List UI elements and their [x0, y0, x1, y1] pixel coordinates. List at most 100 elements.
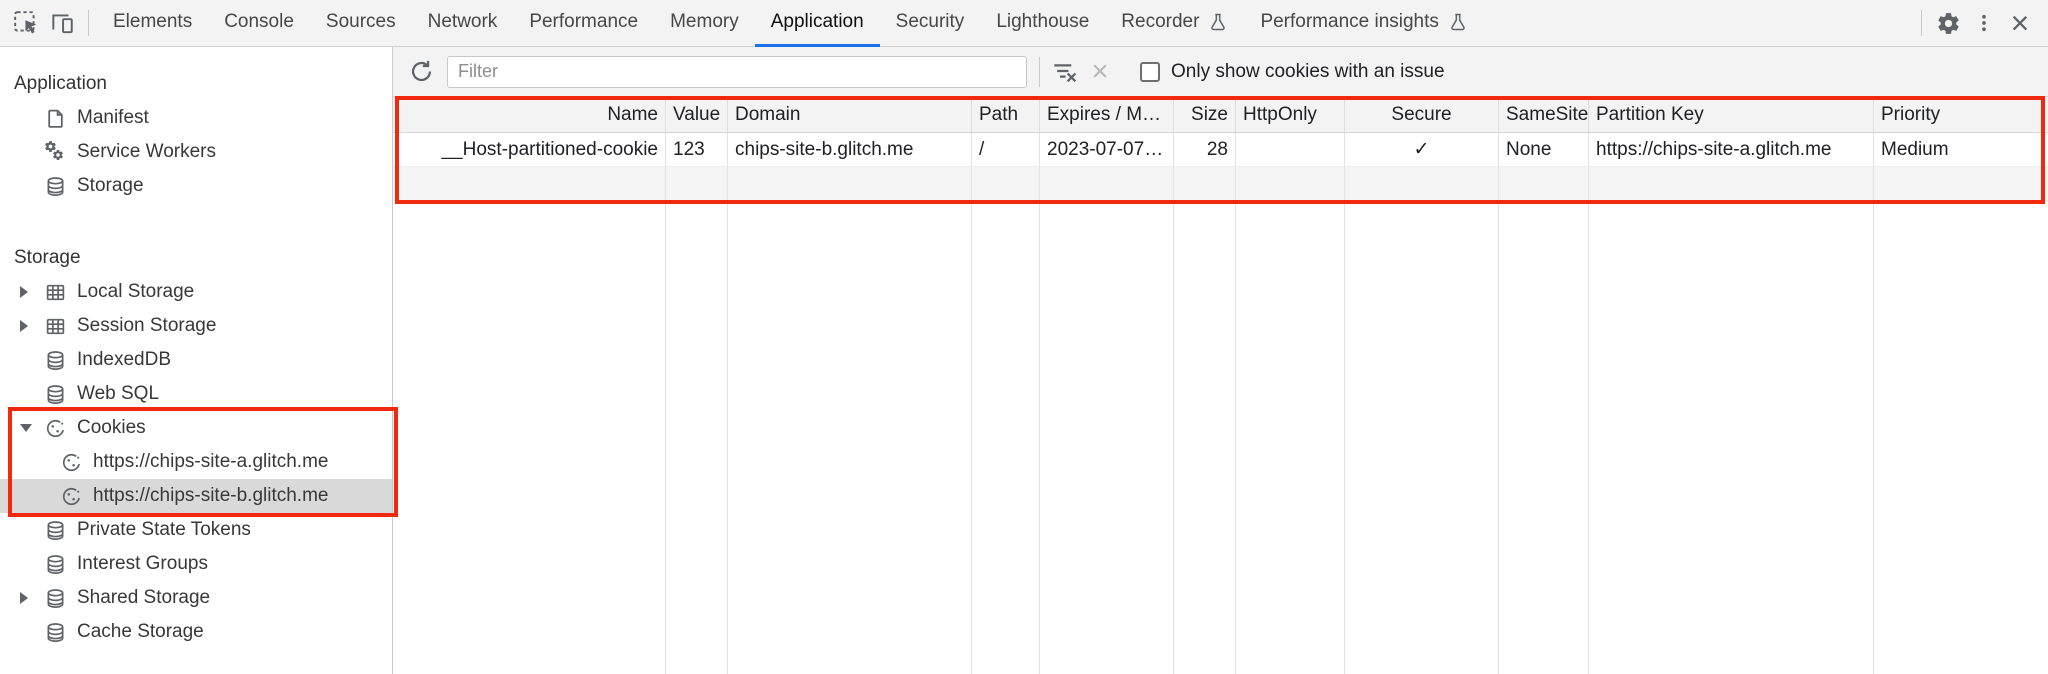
- filter-input[interactable]: [447, 55, 1027, 88]
- sidebar-item-indexeddb[interactable]: IndexedDB: [0, 343, 392, 377]
- sidebar-item-https-chips-site-b-glitch-me[interactable]: https://chips-site-b.glitch.me: [0, 479, 392, 513]
- tab-lighthouse[interactable]: Lighthouse: [980, 0, 1105, 47]
- empty-cell-httponly[interactable]: [1236, 167, 1345, 200]
- sidebar-item-cookies[interactable]: Cookies: [0, 411, 392, 445]
- tab-sources[interactable]: Sources: [310, 0, 412, 47]
- toolbar-divider: [1921, 10, 1922, 36]
- tab-strip: Elements Console Sources Network Performance…: [97, 0, 1484, 47]
- empty-cell-partition-key[interactable]: [1589, 167, 1874, 200]
- inspect-element-icon[interactable]: [8, 4, 44, 42]
- empty-cell-expires-m[interactable]: [1040, 167, 1174, 200]
- cell-domain[interactable]: chips-site-b.glitch.me: [728, 133, 972, 166]
- device-toolbar-icon[interactable]: [44, 4, 80, 42]
- close-icon[interactable]: ×: [2010, 5, 2030, 41]
- sidebar-item-label: Cookies: [77, 417, 146, 438]
- empty-cell-path[interactable]: [972, 167, 1040, 200]
- column-header-domain[interactable]: Domain: [728, 97, 972, 132]
- sidebar-item-cache-storage[interactable]: Cache Storage: [0, 615, 392, 649]
- empty-cell-secure[interactable]: [1345, 167, 1499, 200]
- chevron-right-icon[interactable]: [20, 286, 44, 298]
- empty-cell-name[interactable]: [393, 167, 666, 200]
- column-header-value[interactable]: Value: [666, 97, 728, 132]
- sidebar-item-interest-groups[interactable]: Interest Groups: [0, 547, 392, 581]
- tab-label: Performance: [529, 10, 639, 32]
- sidebar-section-title-storage: Storage: [14, 247, 81, 268]
- sidebar-item-https-chips-site-a-glitch-me[interactable]: https://chips-site-a.glitch.me: [0, 445, 392, 479]
- tab-performance[interactable]: Performance: [513, 0, 654, 47]
- chevron-right-icon[interactable]: [20, 320, 44, 332]
- tab-performance-insights[interactable]: Performance insights: [1244, 0, 1483, 47]
- database-icon: [44, 519, 66, 541]
- filler-cell-priority: [1874, 201, 2048, 674]
- database-icon: [44, 349, 66, 371]
- column-header-expires-m[interactable]: Expires / M…: [1040, 97, 1174, 132]
- sidebar-item-service-workers[interactable]: Service Workers: [0, 135, 392, 169]
- issue-checkbox[interactable]: [1140, 61, 1160, 82]
- tab-label: Sources: [325, 10, 396, 32]
- tab-elements[interactable]: Elements: [97, 0, 208, 47]
- tab-label: Elements: [113, 10, 193, 32]
- database-icon: [44, 383, 66, 405]
- cell-path[interactable]: /: [972, 133, 1040, 166]
- only-show-issue-toggle[interactable]: Only show cookies with an issue: [1140, 61, 1445, 83]
- cookie-icon: [60, 451, 82, 473]
- empty-cell-samesite[interactable]: [1499, 167, 1589, 200]
- column-header-path[interactable]: Path: [972, 97, 1040, 132]
- chevron-down-icon[interactable]: [20, 424, 44, 432]
- clear-all-icon[interactable]: ×: [1091, 54, 1109, 88]
- tab-memory[interactable]: Memory: [654, 0, 755, 47]
- column-header-partition-key[interactable]: Partition Key: [1589, 97, 1874, 132]
- filler-cell-value: [666, 201, 728, 674]
- cell-httponly[interactable]: [1236, 133, 1345, 166]
- column-header-name[interactable]: Name: [393, 97, 666, 132]
- sidebar-item-web-sql[interactable]: Web SQL: [0, 377, 392, 411]
- cell-priority[interactable]: Medium: [1881, 138, 1949, 160]
- sidebar-item-private-state-tokens[interactable]: Private State Tokens: [0, 513, 392, 547]
- cell-name[interactable]: __Host-partitioned-cookie: [393, 133, 666, 166]
- clear-filter-icon[interactable]: [1046, 53, 1082, 91]
- cell-partition-key[interactable]: https://chips-site-a.glitch.me: [1589, 133, 1874, 166]
- more-options-icon[interactable]: [1966, 4, 2002, 42]
- issue-checkbox-label: Only show cookies with an issue: [1171, 60, 1445, 82]
- grid-icon: [44, 281, 66, 303]
- sidebar-item-label: Private State Tokens: [77, 519, 251, 540]
- cell-value[interactable]: 123: [666, 133, 728, 166]
- sidebar-item-shared-storage[interactable]: Shared Storage: [0, 581, 392, 615]
- sidebar-item-local-storage[interactable]: Local Storage: [0, 275, 392, 309]
- chevron-right-icon[interactable]: [20, 592, 44, 604]
- empty-cell-domain[interactable]: [728, 167, 972, 200]
- empty-cell-value[interactable]: [666, 167, 728, 200]
- column-header-priority[interactable]: Priority: [1881, 103, 1941, 125]
- sidebar-item-storage[interactable]: Storage: [0, 169, 392, 203]
- column-header-httponly[interactable]: HttpOnly: [1236, 97, 1345, 132]
- tab-label: Memory: [670, 10, 739, 32]
- cell-expires-m[interactable]: 2023-07-07…: [1040, 133, 1174, 166]
- tab-security[interactable]: Security: [880, 0, 981, 47]
- sidebar-item-label: Shared Storage: [77, 587, 211, 608]
- cell-samesite[interactable]: None: [1499, 133, 1589, 166]
- filler-cell-size: [1174, 201, 1236, 674]
- tab-application[interactable]: Application: [754, 0, 880, 47]
- sidebar-item-manifest[interactable]: Manifest: [0, 101, 392, 135]
- cell-secure[interactable]: ✓: [1345, 133, 1499, 166]
- sidebar-item-session-storage[interactable]: Session Storage: [0, 309, 392, 343]
- settings-gear-icon[interactable]: [1930, 4, 1966, 42]
- column-header-samesite[interactable]: SameSite: [1499, 97, 1589, 132]
- filler-cell-samesite: [1499, 201, 1589, 674]
- column-header-secure[interactable]: Secure: [1345, 97, 1499, 132]
- cookies-toolbar: × Only show cookies with an issue: [393, 47, 2048, 97]
- refresh-icon[interactable]: [403, 53, 439, 91]
- tab-recorder[interactable]: Recorder: [1105, 0, 1244, 47]
- tab-network[interactable]: Network: [412, 0, 514, 47]
- flask-icon: [1208, 12, 1228, 32]
- cookie-icon: [44, 417, 66, 439]
- empty-cell-size[interactable]: [1174, 167, 1236, 200]
- cell-size[interactable]: 28: [1174, 133, 1236, 166]
- tab-console[interactable]: Console: [208, 0, 310, 47]
- gears-icon: [44, 141, 66, 163]
- column-header-size[interactable]: Size: [1174, 97, 1236, 132]
- file-icon: [44, 107, 66, 129]
- empty-cell-priority[interactable]: [1874, 167, 2048, 200]
